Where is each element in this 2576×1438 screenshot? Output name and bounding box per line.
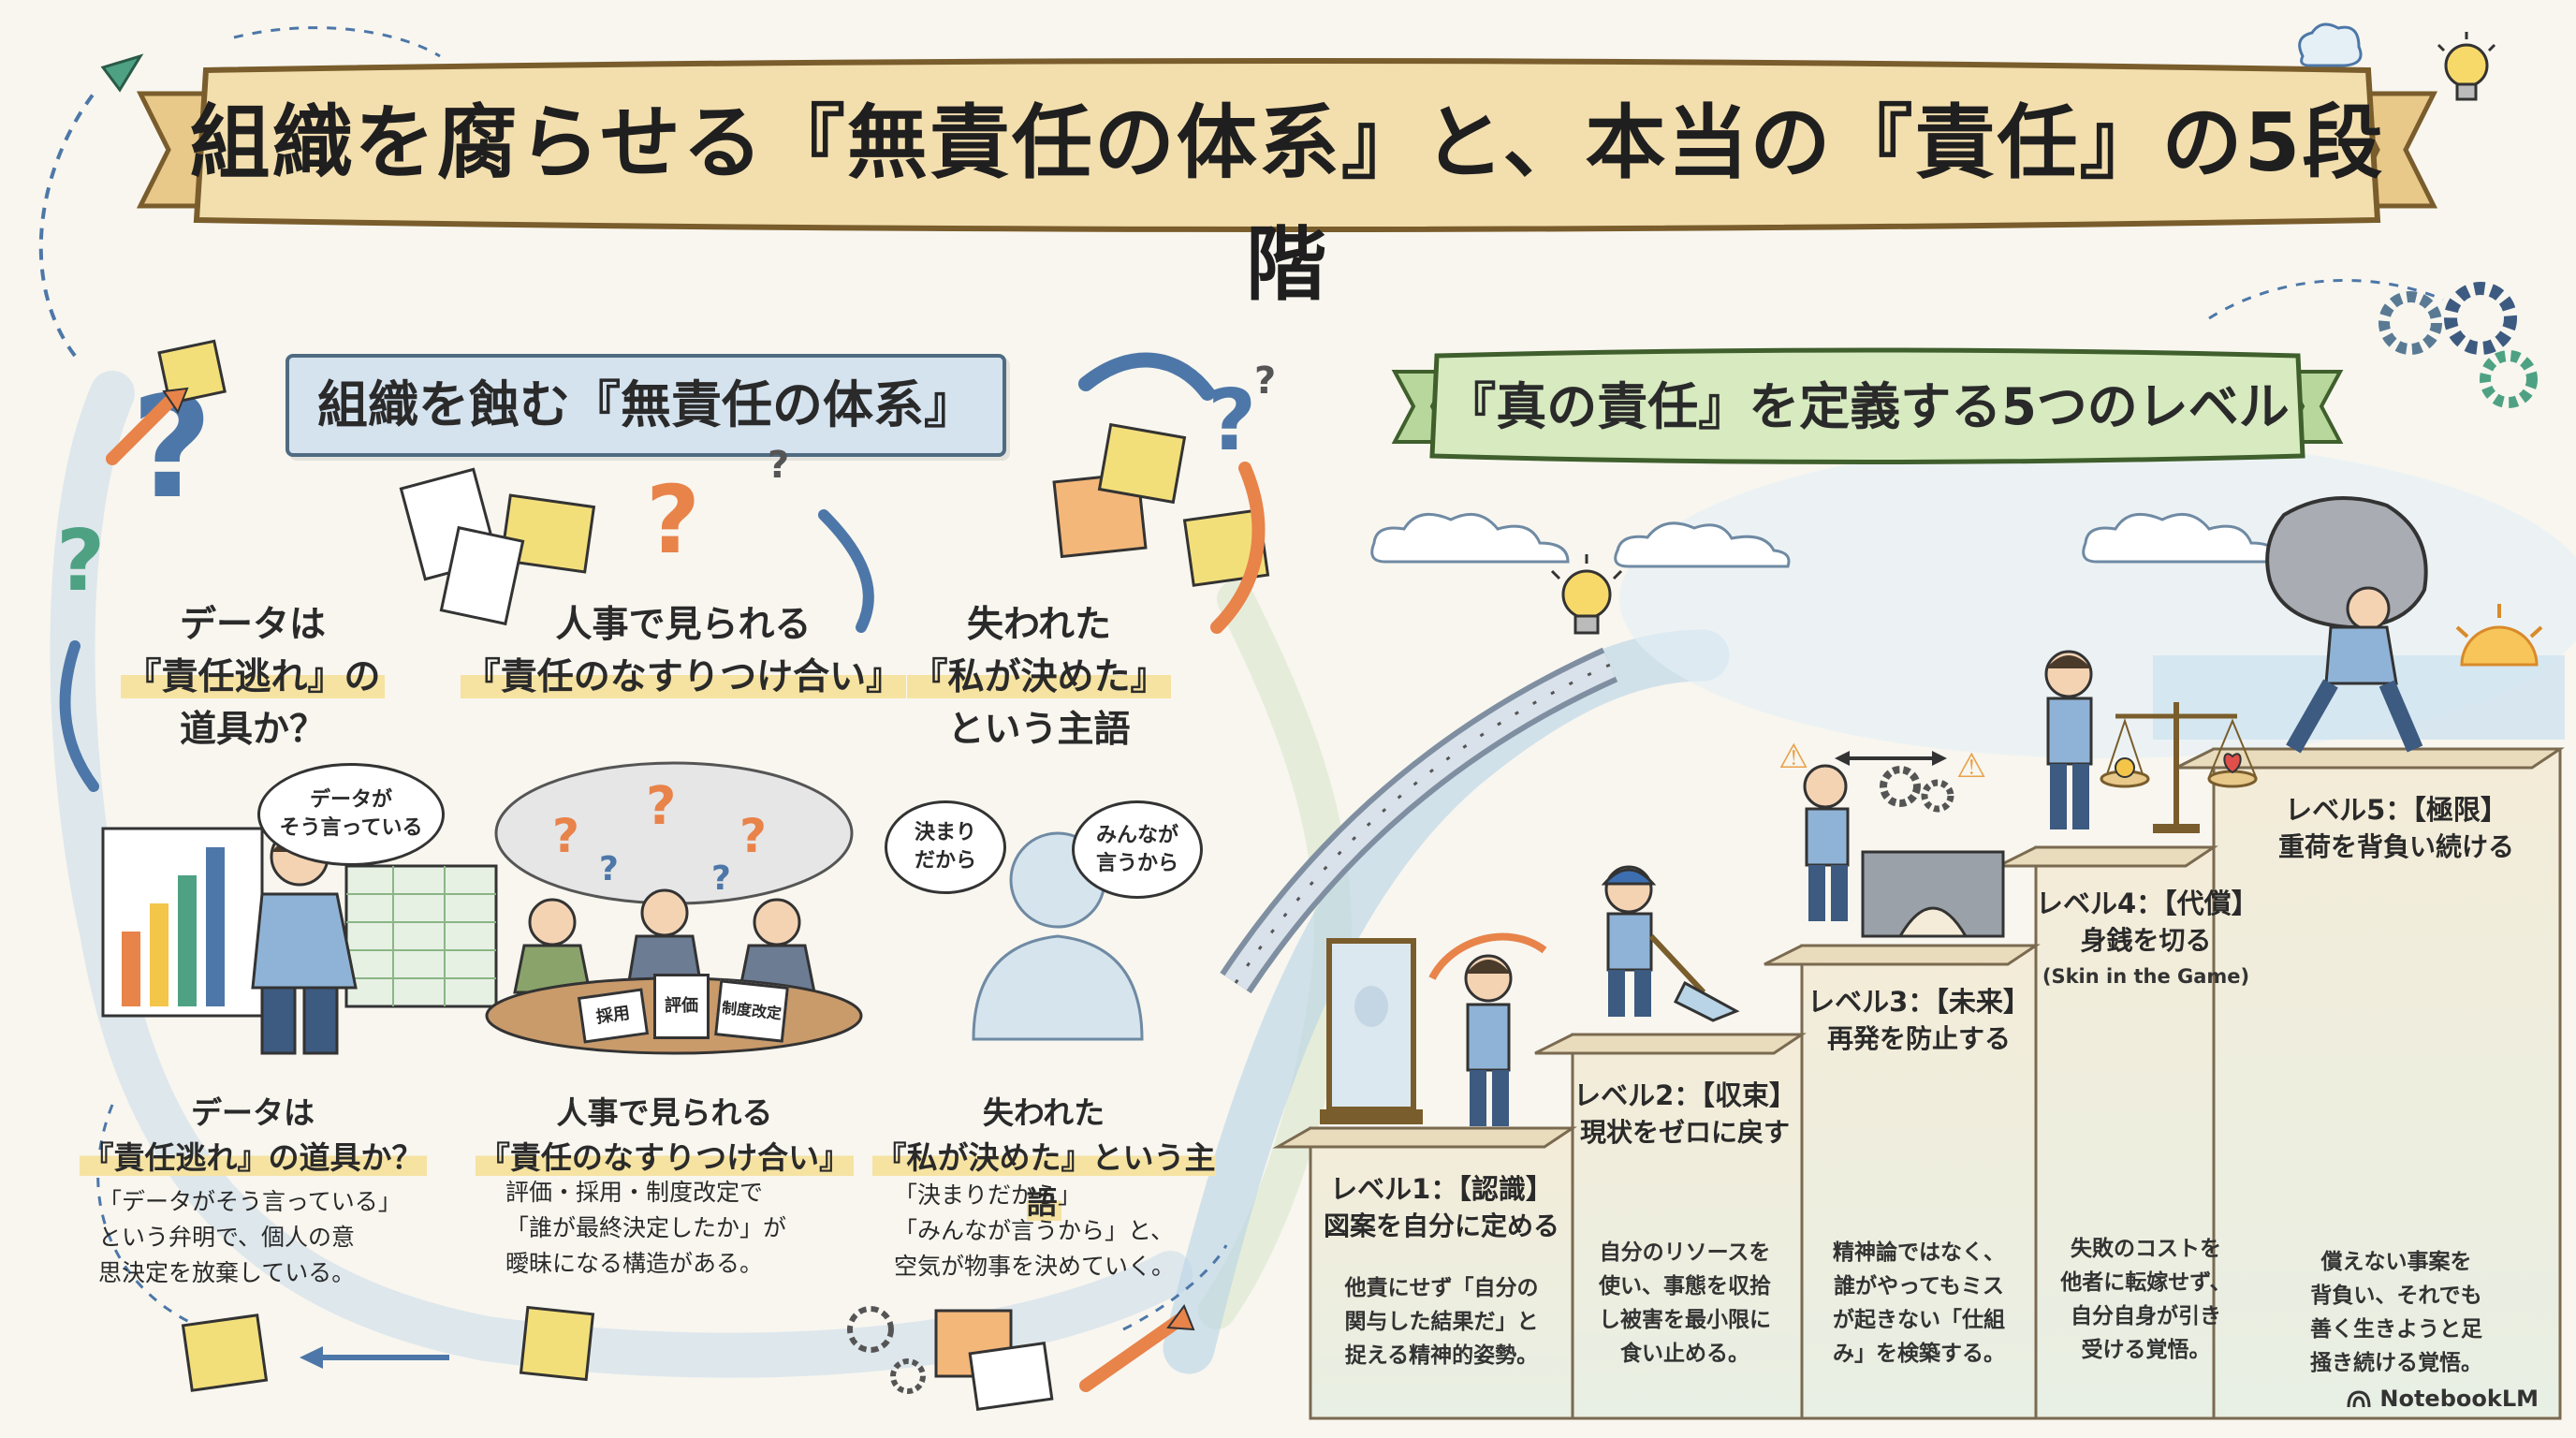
level5-heading: レベル5：【極限】 bbox=[2285, 794, 2508, 826]
cloud-icon bbox=[2082, 512, 2281, 564]
panel2-question: 人事で見られる 『責任のなすりつけ合い』 bbox=[449, 599, 917, 704]
right-header-ribbon bbox=[1391, 347, 2344, 464]
level3-subtitle: 再発を防止する bbox=[1826, 1023, 2011, 1054]
svg-text:⚠: ⚠ bbox=[1956, 747, 1986, 785]
main-title: 組織を腐らせる『無責任の体系』と、本当の『責任』の5段階 bbox=[189, 96, 2385, 312]
level1-subtitle: 図案を自分に定める bbox=[1323, 1211, 1559, 1241]
svg-text:?: ? bbox=[768, 444, 789, 487]
level2-description: 自分のリソースを 使い、事態を収拾 し被害を最小限に 食い止める。 bbox=[1599, 1240, 1771, 1366]
level1-mirror-figure bbox=[1320, 932, 1547, 1126]
level2-worker-figure bbox=[1601, 865, 1740, 1022]
sun-icon bbox=[2455, 604, 2543, 667]
level1-heading: レベル1：【認識】 bbox=[1330, 1173, 1553, 1205]
svg-text:?: ? bbox=[646, 465, 700, 575]
level5-description: 償えない事案を 背負い、それでも 善く生きようと足 掻き続ける覚悟。 bbox=[2310, 1250, 2482, 1375]
cloud-icon bbox=[1614, 521, 1791, 568]
level1-description: 他責にせず「自分の 関与した結果だ」と 捉える精神的姿勢。 bbox=[1344, 1276, 1539, 1368]
hr-papers: 採用 評価 制度改定 bbox=[577, 974, 789, 1049]
panel2-description: 評価・採用・制度改定で 「誰が最終決定したか」が 曖昧になる構造がある。 bbox=[505, 1179, 787, 1277]
level4-heading: レベル4：【代償】 bbox=[2036, 888, 2259, 919]
svg-text:?: ? bbox=[711, 859, 731, 898]
paper-recruit: 採用 bbox=[577, 988, 650, 1044]
notebooklm-logo-icon bbox=[2347, 1390, 2371, 1408]
thought-cloud-icon bbox=[2298, 22, 2363, 67]
brand-logo: NotebookLM bbox=[2346, 1386, 2539, 1412]
svg-text:?: ? bbox=[56, 512, 105, 610]
panel1-title: データは 『責任逃れ』の道具か？ bbox=[56, 1091, 449, 1181]
level4-scales-figure bbox=[2044, 650, 2258, 833]
lightbulb-icon bbox=[2437, 32, 2496, 101]
level4-description: 失敗のコストを 他者に転嫁せず、 自分自身が引き 受ける覚悟。 bbox=[2060, 1237, 2232, 1362]
level3-heading: レベル3：【未来】 bbox=[1808, 986, 2030, 1018]
data-excuse-illustration bbox=[101, 827, 498, 1055]
bridge-path bbox=[1220, 647, 1618, 994]
level2-heading: レベル2：【収束】 bbox=[1573, 1079, 1796, 1111]
level4-subtitle: 身銭を切る bbox=[2080, 925, 2212, 956]
gears-icon bbox=[2378, 282, 2538, 408]
idea-lightbulb-icon bbox=[1550, 554, 1623, 635]
panel3-bubble-everyone: みんなが言うから bbox=[1072, 800, 1203, 899]
paper-eval: 評価 bbox=[653, 974, 710, 1039]
svg-text:?: ? bbox=[646, 776, 676, 837]
level2-subtitle: 現状をゼロに戻す bbox=[1579, 1117, 1790, 1148]
panel1-speech-bubble: データがそう言っている bbox=[257, 763, 445, 866]
brand-name: NotebookLM bbox=[2379, 1386, 2539, 1412]
level2-card: レベル2：【収束】 現状をゼロに戻す 自分のリソースを 使い、事態を収拾 し被害… bbox=[1573, 1077, 1797, 1371]
svg-text:⚠: ⚠ bbox=[1778, 738, 1808, 776]
panel2-title: 人事で見られる 『責任のなすりつけ合い』 bbox=[459, 1091, 871, 1181]
bottom-chaos-decor bbox=[181, 1303, 1195, 1411]
panel1-description: 「データがそう言っている」 という弁明で、個人の意 思決定を放棄している。 bbox=[98, 1188, 402, 1286]
svg-text:?: ? bbox=[552, 809, 579, 863]
svg-text:?: ? bbox=[1208, 372, 1256, 470]
staircase bbox=[1272, 747, 2565, 1420]
cloud-icon bbox=[1370, 512, 1570, 564]
panel3-question: 失われた 『私が決めた』 という主語 bbox=[889, 599, 1189, 756]
panel3-title: 失われた 『私が決めた』という主語 bbox=[856, 1091, 1231, 1225]
level5-card: レベル5：【極限】 重荷を背負い続ける 償えない事案を 背負い、それでも 善く生… bbox=[2256, 791, 2537, 1380]
chaos-decor: ? ? ? ? ? ? bbox=[56, 339, 1276, 792]
level3-description: 精神論ではなく、 誰がやってもミス が起きない「仕組 み」を検築する。 bbox=[1833, 1240, 2005, 1366]
level1-card: レベル1：【認識】 図案を自分に定める 他責にせず「自分の 関与した結果だ」と … bbox=[1310, 1170, 1573, 1372]
panel3-bubble-rules: 決まりだから bbox=[885, 800, 1006, 894]
svg-text:?: ? bbox=[739, 809, 767, 863]
left-section-header: 組織を蝕む『無責任の体系』 bbox=[285, 354, 1006, 457]
level5-boulder-figure bbox=[2265, 496, 2428, 754]
level4-skin-in-game: (Skin in the Game) bbox=[2042, 965, 2250, 988]
panel1-question: データは 『責任逃れ』の 道具か？ bbox=[84, 599, 421, 756]
level4-card: レベル4：【代償】 身銭を切る (Skin in the Game) 失敗のコス… bbox=[2036, 885, 2259, 1367]
level3-card: レベル3：【未来】 再発を防止する 精神論ではなく、 誰がやってもミス が起きな… bbox=[1802, 983, 2036, 1371]
level3-builder-figure: ⚠ ⚠ bbox=[1778, 738, 2005, 938]
svg-text:?: ? bbox=[599, 850, 619, 888]
paper-policy: 制度改定 bbox=[714, 979, 789, 1043]
right-section-header: 『真の責任』を定義する5つのレベル bbox=[1445, 377, 2290, 436]
panel3-description: 「決まりだから」 「みんなが言うから」と、 空気が物事を決めていく。 bbox=[894, 1181, 1176, 1280]
level5-subtitle: 重荷を背負い続ける bbox=[2277, 831, 2514, 862]
svg-text:?: ? bbox=[1254, 360, 1276, 403]
title-ribbon bbox=[136, 58, 2438, 232]
